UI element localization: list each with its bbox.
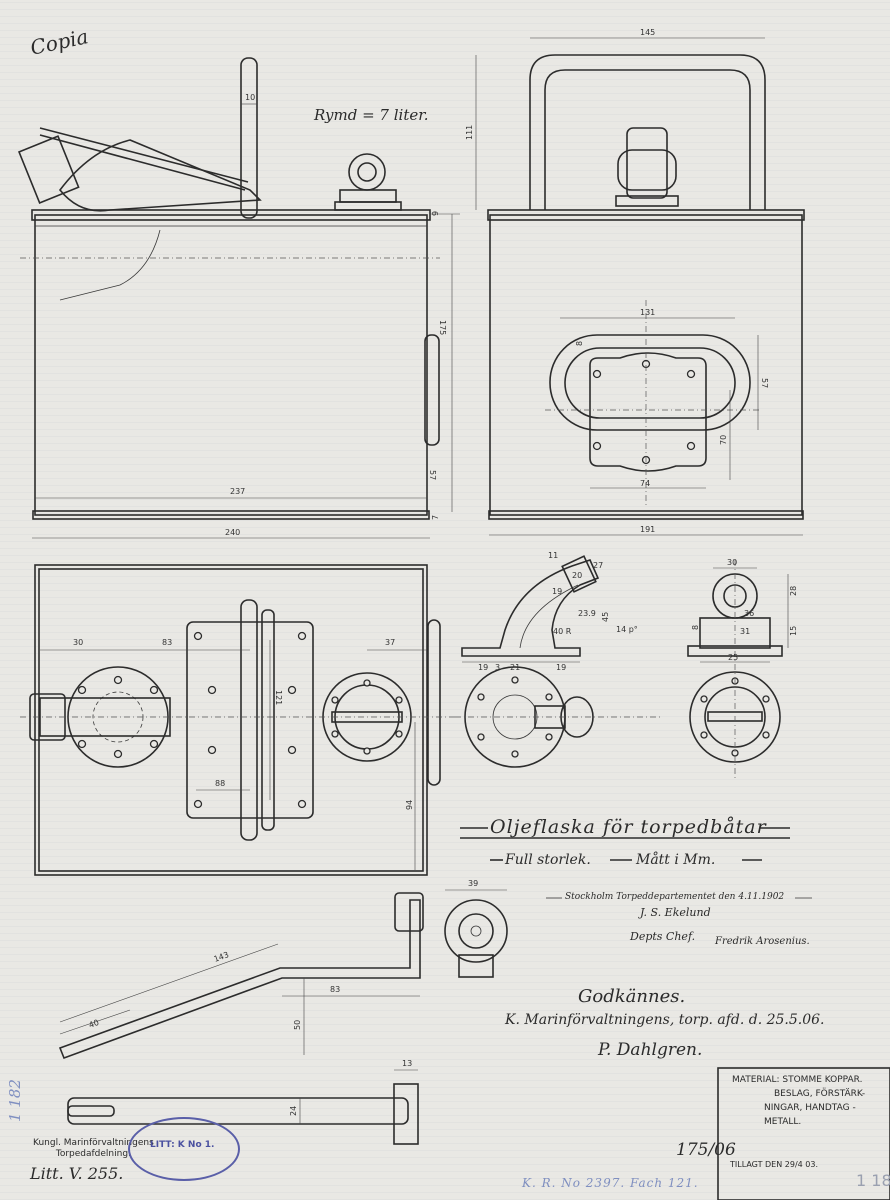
dim-131: 131 (640, 308, 655, 317)
title-rules (460, 827, 890, 1200)
dim-240: 240 (225, 528, 240, 537)
dim-237: 237 (230, 487, 245, 496)
side-view-can: 237 240 175 57 9 7 10 (17, 57, 460, 539)
cap-detail: 30 36 28 15 31 25 8 (687, 558, 798, 780)
material-note: MATERIAL: STOMME KOPPAR. BESLAG, FÖRSTÄR… (732, 1073, 865, 1129)
stamp-text: LITT: K No 1. (150, 1140, 215, 1150)
file-fraction: 175/06 (676, 1140, 736, 1160)
dim-25: 25 (728, 653, 738, 662)
dim-angle: 14 p° (616, 625, 638, 634)
dim-27: 27 (593, 561, 603, 570)
dim-30c: 30 (727, 558, 737, 567)
dim-20: 20 (572, 571, 582, 580)
plan-bolt-holes (77, 631, 403, 809)
dim-145: 145 (640, 28, 655, 37)
dim-19: 19 (552, 587, 562, 596)
approval-heading: Godkännes. (578, 986, 686, 1007)
registry-note: K. R. No 2397. Fach 121. (522, 1176, 699, 1190)
dim-11: 11 (548, 551, 558, 560)
dim-36: 36 (744, 609, 754, 618)
dim-83: 83 (162, 638, 172, 647)
dim-57b: 57 (760, 378, 769, 388)
dim-74: 74 (640, 479, 650, 488)
dim-50: 50 (293, 1020, 302, 1030)
dim-23-9: 23.9 (578, 609, 596, 618)
dim-45: 45 (601, 612, 610, 622)
chief-signature: Fredrik Arosenius. (715, 936, 810, 947)
material-line: NINGAR, HANDTAG - (764, 1103, 856, 1113)
sheet-number: 1 182 (856, 1171, 890, 1190)
dim-24: 24 (289, 1106, 298, 1116)
archive-org-line: Kungl. Marinförvaltningens (33, 1138, 154, 1148)
dim-111: 111 (465, 125, 474, 140)
litt-reference: Litt. V. 255. (30, 1164, 124, 1183)
archive-org-line: Torpedafdelning. (55, 1149, 131, 1159)
dim-19c: 19 (556, 663, 566, 672)
bracket-details: 39 143 40 83 50 13 24 (58, 879, 508, 1145)
added-date: TILLAGT DEN 29/4 03. (730, 1160, 818, 1169)
dim-88: 88 (215, 779, 225, 788)
dept-chief-label: Depts Chef. (630, 930, 696, 943)
units-note: Mått i Mm. (636, 852, 716, 868)
dim-28: 28 (789, 586, 798, 596)
dim-31: 31 (740, 627, 750, 636)
material-line: BESLAG, FÖRSTÄRK- (774, 1089, 866, 1099)
approval-authority: K. Marinförvaltningens, torp. afd. d. 25… (505, 1012, 825, 1028)
end-view-can: 145 111 131 8 57 70 74 191 (465, 28, 805, 536)
location-date: Stockholm Torpeddepartementet den 4.11.1… (565, 892, 785, 902)
dim-94: 94 (405, 800, 414, 810)
dim-30: 30 (73, 638, 83, 647)
drawing-title: Oljeflaska för torpedbåtar (490, 816, 767, 838)
dim-8c: 8 (691, 625, 700, 630)
dim-13: 13 (402, 1059, 412, 1068)
dim-8: 8 (575, 341, 584, 346)
dim-21: 21 (510, 663, 520, 672)
dim-121: 121 (274, 690, 283, 705)
archive-stamp (128, 1117, 240, 1181)
dim-39: 39 (468, 879, 478, 888)
material-line: METALL. (764, 1117, 802, 1127)
dim-40: 40 (88, 1018, 101, 1030)
dim-7: 7 (431, 515, 440, 520)
capacity-note: Rymd = 7 liter. (314, 106, 429, 124)
dim-40r: 40 R (553, 627, 572, 636)
spout-detail: 11 27 19 20 45 23.9 40 R 14 p° 19 3 21 1… (455, 551, 660, 768)
dim-57: 57 (428, 470, 437, 480)
dim-37: 37 (385, 638, 395, 647)
dim-15: 15 (789, 626, 798, 636)
dim-3: 3 (495, 663, 500, 672)
dim-83b: 83 (330, 985, 340, 994)
dim-191: 191 (640, 525, 655, 534)
dim-70: 70 (719, 435, 728, 445)
dim-9: 9 (431, 211, 440, 216)
approver-signature: P. Dahlgren. (598, 1040, 703, 1060)
plan-view: 30 83 37 121 88 94 (20, 564, 455, 876)
material-line: MATERIAL: STOMME KOPPAR. (732, 1075, 863, 1085)
dim-19b: 19 (478, 663, 488, 672)
archive-org: Kungl. Marinförvaltningens Torpedafdelni… (33, 1138, 154, 1160)
dim-10: 10 (245, 93, 255, 102)
designer-signature: J. S. Ekelund (640, 906, 711, 919)
dim-175: 175 (438, 320, 447, 335)
scale-note: Full storlek. (505, 852, 591, 868)
side-note: 1 182 (6, 1079, 24, 1122)
